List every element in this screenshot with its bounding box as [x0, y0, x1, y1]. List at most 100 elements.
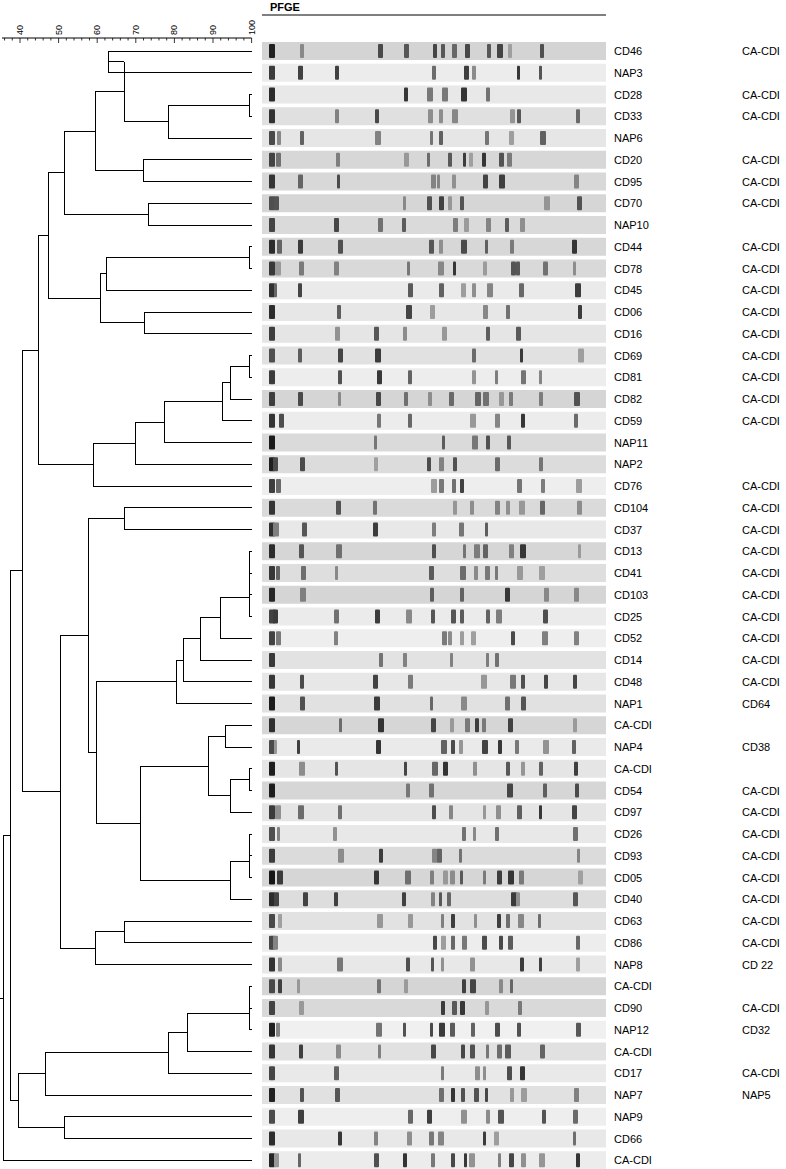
- gel-band: [337, 958, 343, 972]
- gel-band: [538, 914, 541, 928]
- dendrogram-branch: [106, 257, 249, 258]
- strain-label: NAP9: [614, 1110, 643, 1124]
- gel-band: [485, 1001, 489, 1015]
- gel-band: [300, 44, 304, 58]
- case-type-label: CD32: [742, 1023, 770, 1037]
- dendrogram-branch: [230, 366, 249, 367]
- gel-band: [510, 675, 516, 689]
- dendrogram-branch: [0, 998, 3, 999]
- case-type-label: CA-CDI: [742, 479, 780, 493]
- strain-label: CD06: [614, 305, 642, 319]
- gel-band: [442, 631, 447, 645]
- dendrogram-branch: [176, 660, 183, 661]
- scale-tick: [205, 38, 206, 41]
- dendrogram-branch: [230, 812, 252, 813]
- gel-band: [273, 457, 278, 471]
- lane-ground: [262, 803, 606, 821]
- gel-band: [274, 740, 277, 754]
- dendrogram-branch: [168, 105, 249, 106]
- gel-lane: [262, 107, 606, 125]
- lane-ground: [262, 238, 606, 256]
- case-type-label: CA-CDI: [742, 283, 780, 297]
- gel-band: [408, 370, 412, 384]
- lane-ground: [262, 303, 606, 321]
- gel-band: [269, 1023, 275, 1037]
- gel-band: [506, 501, 510, 515]
- dendrogram-branch: [124, 921, 252, 922]
- gel-band: [540, 44, 544, 58]
- strain-label: CD14: [614, 653, 642, 667]
- gel-band: [377, 414, 381, 428]
- strain-label: NAP4: [614, 740, 643, 754]
- strain-label: CD70: [614, 196, 642, 210]
- gel-band: [460, 631, 464, 645]
- case-type-label: CA-CDI: [742, 892, 780, 906]
- gel-band: [506, 914, 510, 928]
- gel-band: [334, 892, 338, 906]
- gel-band: [269, 979, 275, 993]
- gel-band: [431, 892, 435, 906]
- gel-band: [269, 544, 275, 558]
- gel-band: [452, 44, 457, 58]
- gel-band: [408, 914, 413, 928]
- case-type-label: CD38: [742, 740, 770, 754]
- gel-lane: [262, 347, 606, 365]
- gel-band: [451, 610, 456, 624]
- dendrogram-branch: [144, 333, 252, 334]
- gel-band: [472, 436, 478, 450]
- gel-band: [459, 849, 462, 863]
- gel-band: [298, 283, 302, 297]
- strain-label: CD104: [614, 501, 648, 515]
- gel-lane: [262, 368, 606, 386]
- gel-band: [442, 327, 447, 341]
- gel-band: [539, 805, 542, 819]
- dendrogram-branch: [230, 861, 249, 862]
- scale-tick: [197, 38, 198, 41]
- gel-band: [483, 805, 486, 819]
- gel-band: [516, 262, 520, 276]
- gel-band: [335, 109, 339, 123]
- gel-band: [297, 740, 300, 754]
- gel-band: [577, 196, 582, 210]
- dendrogram-branch: [95, 170, 143, 171]
- gel-band: [576, 1153, 580, 1167]
- gel-band: [269, 349, 275, 363]
- gel-band: [269, 588, 275, 602]
- lane-ground: [262, 64, 606, 82]
- lane-ground: [262, 738, 606, 756]
- gel-band: [450, 871, 455, 885]
- gel-band: [269, 631, 275, 645]
- lane-ground: [262, 977, 606, 995]
- gel-band: [300, 457, 305, 471]
- gel-band: [506, 762, 510, 776]
- strain-label: CD41: [614, 566, 642, 580]
- gel-band: [404, 44, 409, 58]
- gel-band: [431, 1153, 435, 1167]
- gel-lane: [262, 325, 606, 343]
- gel-band: [336, 501, 341, 515]
- dendrogram-branch: [108, 51, 252, 52]
- gel-band: [374, 457, 378, 471]
- column-heading: PFGE: [270, 0, 300, 14]
- gel-band: [483, 1132, 486, 1146]
- gel-band: [269, 501, 275, 515]
- dendrogram-branch: [64, 1138, 252, 1139]
- gel-band: [464, 218, 469, 232]
- gel-lane: [262, 977, 606, 995]
- gel-band: [451, 914, 455, 928]
- strain-label: CD26: [614, 827, 642, 841]
- gel-band: [269, 827, 275, 841]
- gel-band: [447, 892, 451, 906]
- gel-band: [430, 131, 433, 145]
- gel-band: [402, 218, 406, 232]
- gel-band: [499, 175, 505, 189]
- gel-lane: [262, 455, 606, 473]
- gel-band: [269, 305, 275, 319]
- gel-band: [574, 414, 578, 428]
- scale-tick: [97, 38, 98, 43]
- gel-band: [431, 958, 434, 972]
- gel-band: [443, 871, 448, 885]
- case-type-label: CA-CDI: [742, 805, 780, 819]
- gel-band: [507, 1066, 512, 1080]
- strain-label: CD40: [614, 892, 642, 906]
